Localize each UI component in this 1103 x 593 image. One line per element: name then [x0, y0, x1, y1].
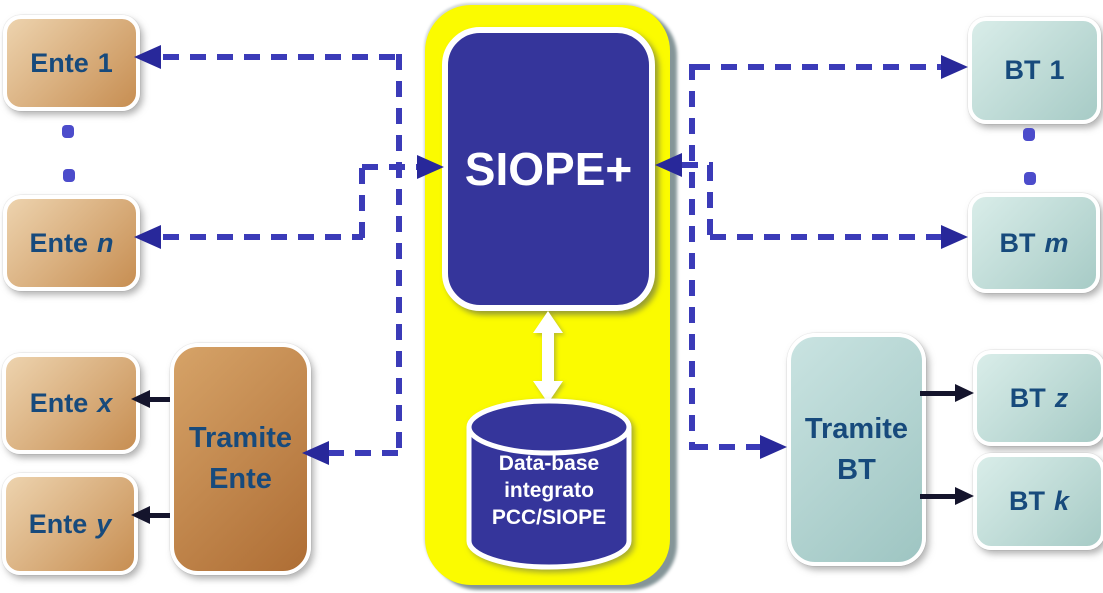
connector-siope-to-ente1-line: [163, 54, 400, 60]
node-tramite-bt: Tramite BT: [787, 333, 926, 566]
ellipsis-dot-icon: [63, 169, 75, 182]
arrowhead-left-icon: [302, 441, 329, 465]
node-tramite-ente: Tramite Ente: [170, 343, 311, 575]
connector-tramite-ente-to-ente-x-line: [148, 397, 170, 402]
node-ente-x-label: Ente: [29, 388, 89, 418]
node-bt-1: BT 1: [968, 17, 1101, 124]
arrowhead-right-icon: [941, 55, 968, 79]
small-arrowhead-left-icon: [131, 390, 150, 408]
node-ente-y-label: Ente: [28, 508, 88, 539]
tramite-bt-label-line1: Tramite: [804, 412, 909, 445]
database-label-line1: Data-base: [498, 452, 600, 475]
database-cylinder-icon: [466, 398, 632, 570]
connector-left-inner-vertical-line: [359, 168, 365, 238]
arrowhead-right-icon: [941, 225, 968, 249]
node-bt-1-var: 1: [1049, 55, 1065, 85]
arrowhead-right-icon: [760, 435, 787, 459]
tramite-ente-label-line2: Ente: [209, 463, 272, 495]
connector-tramite-bt-to-bt-z-line: [920, 391, 956, 396]
node-bt-z-var: z: [1054, 382, 1069, 413]
connector-right-inner-vertical-line: [707, 165, 713, 237]
node-bt-1-label: BT: [1004, 55, 1041, 85]
connector-right-vertical-line: [689, 64, 695, 450]
node-ente-1: Ente 1: [3, 15, 140, 111]
node-ente-n-label: Ente: [29, 227, 88, 258]
connector-tramite-ente-to-ente-y-line: [148, 513, 170, 518]
connector-ente-to-siope-line: [362, 164, 418, 170]
siope-plus-label: SIOPE+: [464, 143, 633, 195]
node-ente-x-var: x: [97, 388, 113, 418]
small-arrowhead-left-icon: [131, 506, 150, 524]
node-bt-z-label: BT: [1009, 382, 1046, 413]
node-ente-1-var: 1: [97, 47, 113, 78]
connector-to-tramite-bt-line: [692, 444, 762, 450]
ellipsis-dot-icon: [62, 125, 74, 138]
connector-siope-to-bt1-line: [694, 64, 944, 70]
node-bt-m: BT m: [968, 193, 1100, 293]
node-bt-k-var: k: [1053, 486, 1070, 516]
node-ente-1-label: Ente: [30, 47, 89, 78]
tramite-bt-label-line2: BT: [837, 453, 876, 486]
database-label-line2: integrato: [504, 479, 594, 502]
arrowhead-left-icon: [655, 153, 682, 177]
arrowhead-left-icon: [134, 225, 161, 249]
connector-siope-to-ente-n-line: [163, 234, 363, 240]
siope-plus-box: SIOPE+: [442, 27, 655, 311]
node-ente-n-var: n: [97, 227, 114, 258]
connector-left-vertical-line: [396, 54, 402, 456]
tramite-ente-label-line1: Tramite: [188, 422, 293, 455]
ellipsis-dot-icon: [1023, 128, 1035, 141]
siope-database-double-arrow-icon: [533, 311, 563, 403]
arrowhead-left-icon: [134, 45, 161, 69]
node-bt-m-label: BT: [999, 227, 1036, 258]
database-label: Data-base integrato PCC/SIOPE: [466, 450, 632, 531]
arrowhead-right-icon: [417, 155, 444, 179]
connector-to-tramite-ente-line: [328, 450, 398, 456]
node-bt-k: BT k: [973, 453, 1103, 550]
small-arrowhead-right-icon: [955, 384, 974, 402]
connector-tramite-bt-to-bt-k-line: [920, 494, 956, 499]
node-ente-y-var: y: [96, 508, 112, 539]
connector-bt-to-siope-line: [682, 162, 713, 168]
ellipsis-dot-icon: [1024, 172, 1036, 185]
small-arrowhead-right-icon: [955, 487, 974, 505]
node-bt-k-label: BT: [1008, 486, 1045, 516]
connector-siope-to-bt-m-line: [710, 234, 944, 240]
node-bt-z: BT z: [973, 350, 1103, 446]
database-label-line3: PCC/SIOPE: [491, 506, 607, 529]
node-bt-m-var: m: [1044, 227, 1069, 258]
